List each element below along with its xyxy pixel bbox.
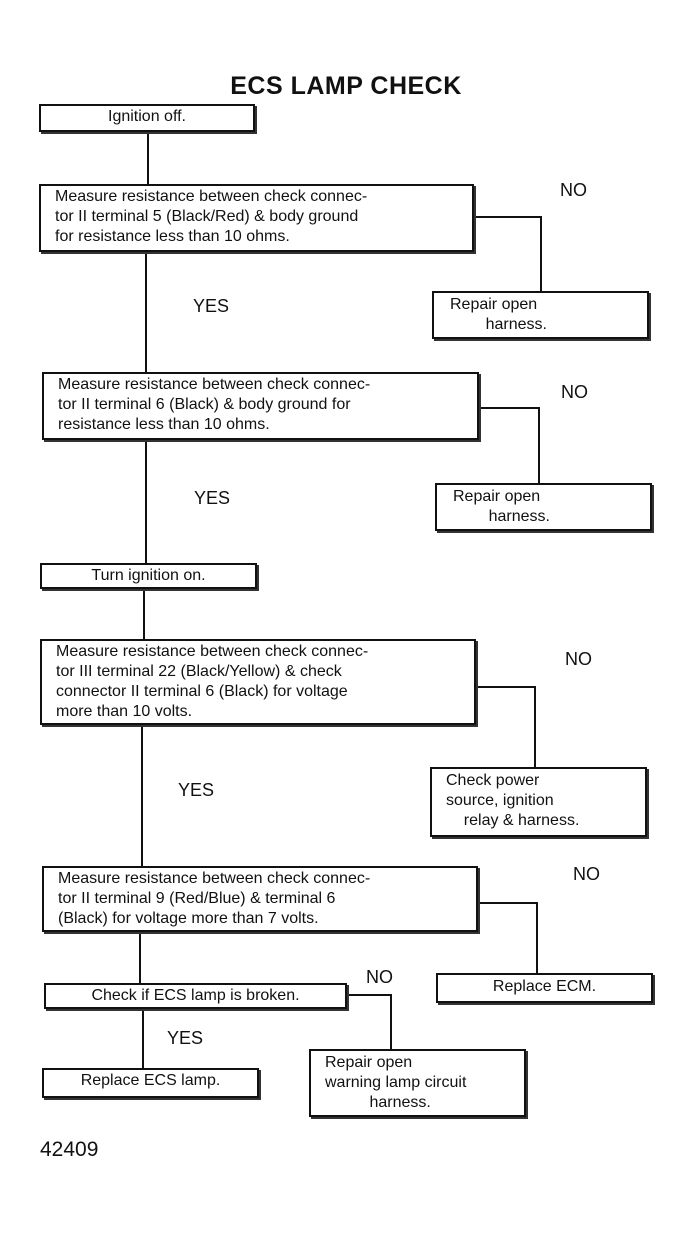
step-ignition-off: Ignition off. bbox=[39, 104, 255, 132]
step-check-terminal-5: Measure resistance between check connec-… bbox=[39, 184, 474, 252]
step-check-terminal-6: Measure resistance between check connec-… bbox=[42, 372, 479, 440]
step-text-line: for resistance less than 10 ohms. bbox=[55, 228, 290, 245]
step-text-line: tor II terminal 6 (Black) & body ground … bbox=[58, 396, 351, 413]
yes-label: YES bbox=[194, 488, 231, 508]
action-text-line: Check power bbox=[446, 772, 540, 789]
action-text-line: source, ignition bbox=[446, 792, 554, 809]
action-repair-open-harness-2: Repair open harness. bbox=[435, 483, 652, 531]
step-text-line: Measure resistance between check connec- bbox=[58, 376, 371, 393]
step-replace-ecs-lamp: Replace ECS lamp. bbox=[42, 1068, 259, 1098]
no-label: NO bbox=[560, 180, 587, 200]
yes-label: YES bbox=[178, 780, 215, 800]
figure-number: 42409 bbox=[40, 1138, 99, 1161]
step-replace-ecs-lamp-text: Replace ECS lamp. bbox=[80, 1072, 221, 1089]
step-text-line: tor II terminal 9 (Red/Blue) & terminal … bbox=[58, 890, 336, 907]
step-text-line: more than 10 volts. bbox=[56, 703, 193, 720]
step-check-ecs-lamp: Check if ECS lamp is broken. bbox=[44, 983, 347, 1009]
step-ignition-off-text: Ignition off. bbox=[108, 108, 186, 125]
step-text-line: Measure resistance between check connec- bbox=[58, 870, 371, 887]
action-repair-warning-lamp-circuit: Repair open warning lamp circuit harness… bbox=[309, 1049, 526, 1117]
yes-label: YES bbox=[167, 1028, 204, 1048]
action-text-line: Repair open bbox=[453, 488, 541, 505]
step-text-line: Measure resistance between check connec- bbox=[55, 188, 368, 205]
action-replace-ecm-text: Replace ECM. bbox=[492, 978, 597, 995]
action-text-line: harness. bbox=[450, 316, 547, 333]
step-text-line: Measure resistance between check connec- bbox=[56, 643, 369, 660]
action-text-line: Repair open bbox=[325, 1054, 413, 1071]
diagram-title: ECS LAMP CHECK bbox=[230, 72, 462, 100]
action-text-line: harness. bbox=[453, 508, 550, 525]
step-ignition-on-text: Turn ignition on. bbox=[91, 567, 206, 584]
yes-label: YES bbox=[193, 296, 230, 316]
no-label: NO bbox=[561, 382, 588, 402]
action-check-power-source: Check power source, ignition relay & har… bbox=[430, 767, 647, 837]
step-text-line: (Black) for voltage more than 7 volts. bbox=[58, 910, 319, 927]
action-text-line: Repair open bbox=[450, 296, 538, 313]
step-check-voltage-10v: Measure resistance between check connec-… bbox=[40, 639, 476, 725]
no-label: NO bbox=[366, 967, 393, 987]
action-repair-open-harness-1: Repair open harness. bbox=[432, 291, 649, 339]
step-text-line: tor II terminal 5 (Black/Red) & body gro… bbox=[55, 208, 359, 225]
action-text-line: relay & harness. bbox=[446, 812, 580, 829]
action-replace-ecm: Replace ECM. bbox=[436, 973, 653, 1003]
step-text-line: connector II terminal 6 (Black) for volt… bbox=[56, 683, 348, 700]
action-text-line: harness. bbox=[325, 1094, 431, 1111]
step-text-line: tor III terminal 22 (Black/Yellow) & che… bbox=[56, 663, 342, 680]
step-check-voltage-7v: Measure resistance between check connec-… bbox=[42, 866, 478, 932]
step-check-ecs-lamp-text: Check if ECS lamp is broken. bbox=[91, 987, 300, 1004]
step-text-line: resistance less than 10 ohms. bbox=[58, 416, 270, 433]
action-text-line: warning lamp circuit bbox=[325, 1074, 467, 1091]
step-ignition-on: Turn ignition on. bbox=[40, 563, 257, 589]
no-label: NO bbox=[573, 864, 600, 884]
no-label: NO bbox=[565, 649, 592, 669]
